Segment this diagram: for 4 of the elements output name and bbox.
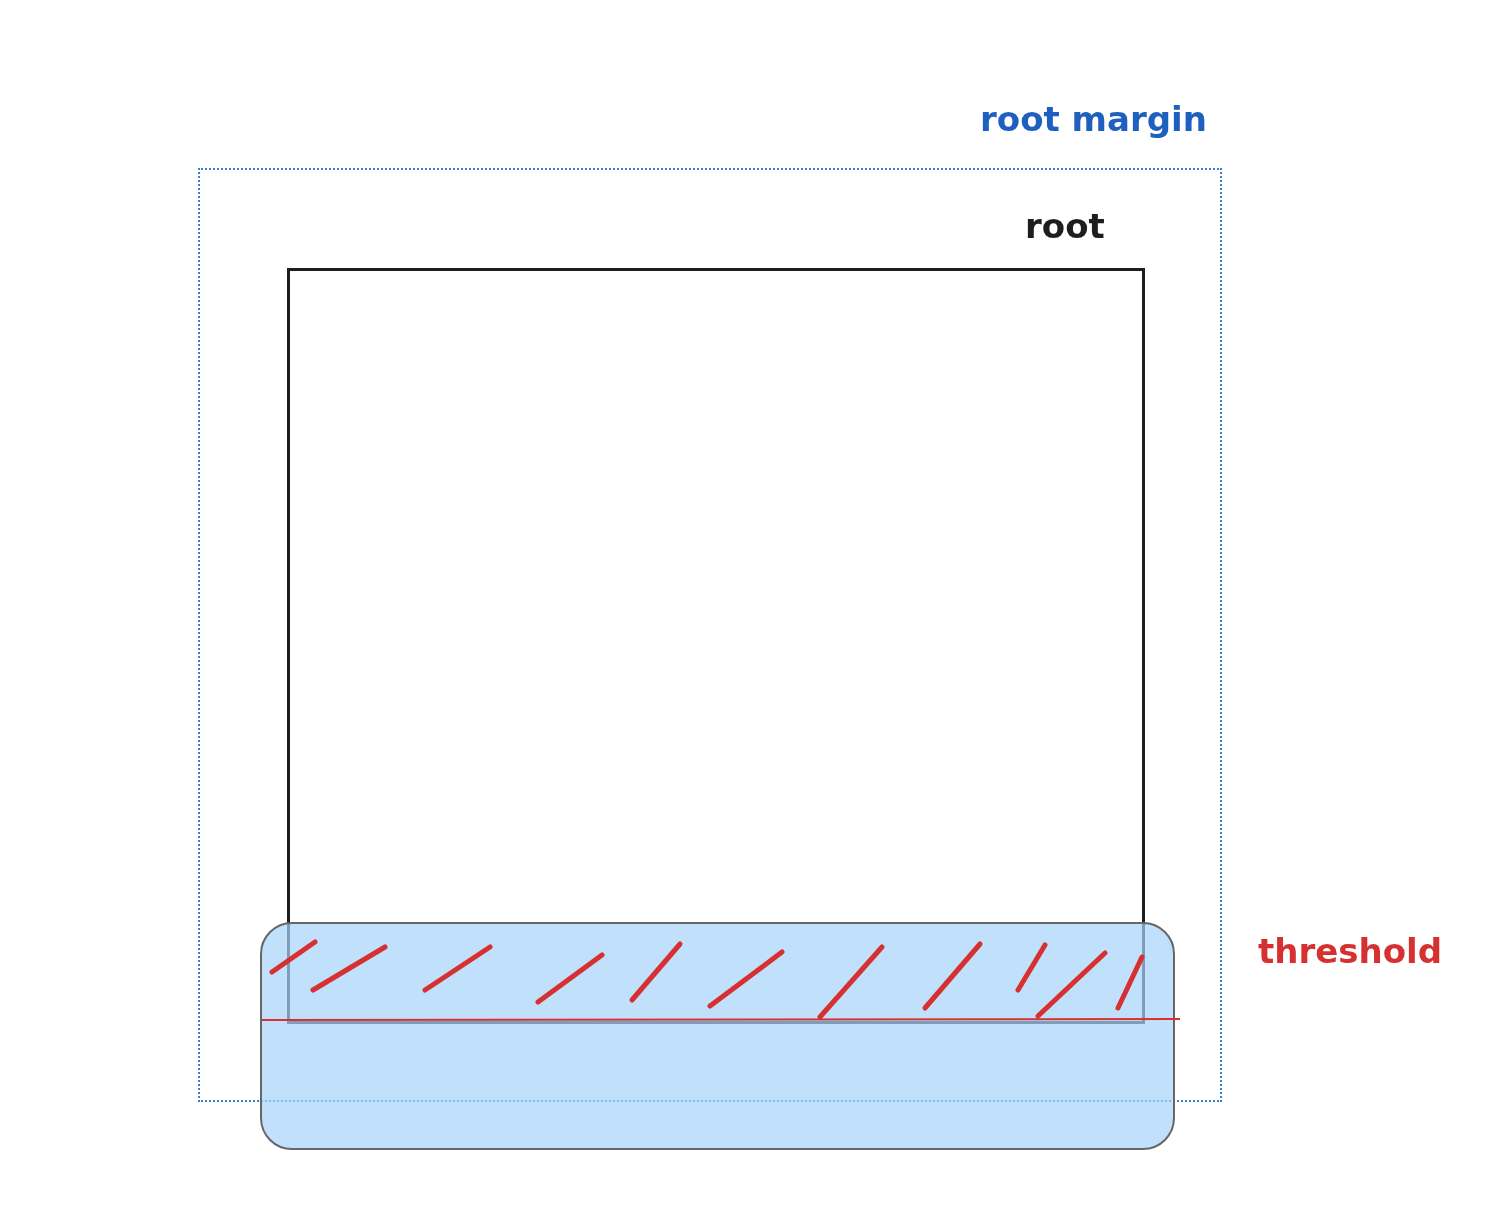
box-heading: root margin — [980, 102, 1207, 136]
target-box — [260, 922, 1175, 1150]
box-heading: root — [1025, 209, 1105, 243]
threshold-label: threshold — [1258, 934, 1443, 968]
